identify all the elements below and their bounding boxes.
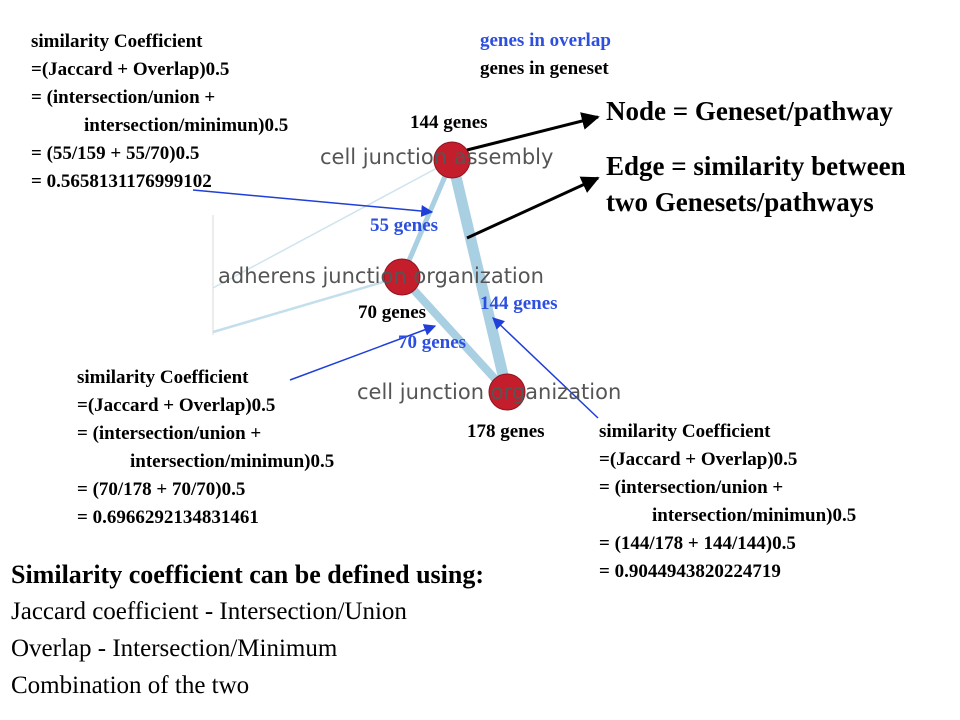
callout-edge-line2: two Genesets/pathways (606, 187, 874, 217)
formula-line: =(Jaccard + Overlap)0.5 (31, 59, 230, 80)
callout-edge-line1: Edge = similarity between (606, 151, 906, 181)
pointer-arrow-70 (289, 324, 437, 381)
edge-offscreen (212, 159, 453, 289)
formula-line: = (intersection/union + (599, 477, 784, 498)
callout-arrow-edge (466, 176, 600, 240)
legend-geneset: genes in geneset (480, 58, 609, 79)
formula-line: = (70/178 + 70/70)0.5 (77, 479, 246, 500)
summary-item: Combination of the two (11, 672, 250, 699)
edge-cja-ajo (399, 159, 455, 278)
edge-cja-cjo (446, 158, 513, 394)
formula-line: = (55/159 + 55/70)0.5 (31, 143, 200, 164)
node-adherens-junction-organization (383, 258, 421, 296)
formula-line: = 0.5658131176999102 (31, 171, 212, 192)
edge-ajo-cjo (399, 274, 510, 395)
formula-line: similarity Coefficient (77, 367, 249, 388)
formula-line: = (intersection/union + (31, 87, 216, 108)
legend-overlap: genes in overlap (480, 30, 611, 51)
formula-line: intersection/minimun)0.5 (652, 505, 857, 526)
count-cjo: 178 genes (467, 421, 545, 442)
formula-line: = 0.6966292134831461 (77, 507, 259, 528)
formula-line: = 0.9044943820224719 (599, 561, 781, 582)
formula-line: = (intersection/union + (77, 423, 262, 444)
edge-count-ajo-cjo: 70 genes (398, 332, 467, 353)
formula-line: =(Jaccard + Overlap)0.5 (599, 449, 798, 470)
pointer-arrow-144 (492, 317, 599, 419)
formula-line: = (144/178 + 144/144)0.5 (599, 533, 796, 554)
count-cja: 144 genes (410, 112, 488, 133)
edge-offscreen (212, 275, 401, 334)
summary-heading: Similarity coefficient can be defined us… (11, 560, 485, 589)
node-cell-junction-assembly (433, 141, 471, 179)
node-label-cja: cell junction assembly (320, 145, 554, 169)
count-ajo: 70 genes (358, 302, 427, 323)
formula-line: similarity Coefficient (31, 31, 203, 52)
formula-line: intersection/minimun)0.5 (84, 115, 289, 136)
summary-block: Similarity coefficient can be defined us… (11, 556, 484, 704)
edge-count-cja-cjo: 144 genes (480, 293, 558, 314)
formula-bottom-right: similarity Coefficient =(Jaccard + Overl… (599, 418, 856, 586)
formula-top-left: similarity Coefficient =(Jaccard + Overl… (31, 28, 288, 196)
formula-line: intersection/minimun)0.5 (130, 451, 335, 472)
formula-line: =(Jaccard + Overlap)0.5 (77, 395, 276, 416)
pointer-arrow-55 (192, 189, 434, 217)
formula-line: similarity Coefficient (599, 421, 771, 442)
callout-arrow-node (466, 112, 600, 152)
summary-item: Overlap - Intersection/Minimum (11, 635, 338, 662)
node-cell-junction-organization (488, 373, 526, 411)
node-label-cjo: cell junction organization (357, 380, 622, 404)
summary-item: Jaccard coefficient - Intersection/Union (11, 598, 407, 625)
callout-node: Node = Geneset/pathway (606, 96, 893, 126)
formula-mid-left: similarity Coefficient =(Jaccard + Overl… (77, 364, 334, 532)
node-label-ajo: adherens junction organization (218, 264, 544, 288)
edge-count-cja-ajo: 55 genes (370, 215, 439, 236)
